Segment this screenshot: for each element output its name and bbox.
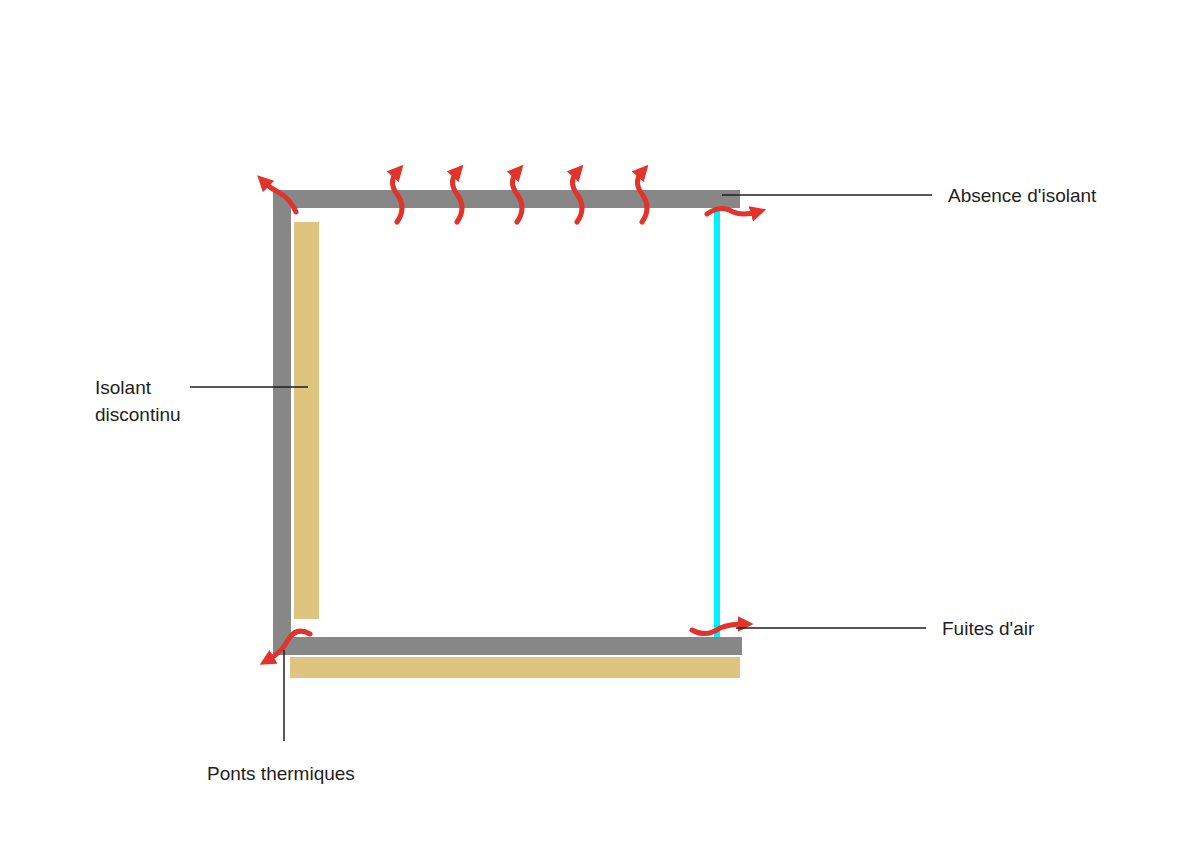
heat-arrow <box>692 624 744 634</box>
leader-line <box>190 386 308 388</box>
leader-lines <box>190 195 932 741</box>
callout-label: Fuites d'air <box>942 615 1034 642</box>
insulation-left <box>294 222 319 619</box>
heat-arrow <box>264 182 296 212</box>
heat-loss-arrows <box>264 172 757 660</box>
window-glass <box>714 210 720 637</box>
roof-wall <box>273 190 740 208</box>
leader-line <box>722 194 932 196</box>
callout-label: Absence d'isolant <box>948 182 1096 209</box>
left-wall <box>273 190 291 655</box>
heat-arrow <box>453 172 463 222</box>
leader-line <box>283 650 285 741</box>
insulation-floor <box>290 657 740 678</box>
heat-arrow <box>393 172 403 222</box>
callout-label: Isolant discontinu <box>95 374 213 428</box>
heat-arrow <box>638 172 648 222</box>
heat-arrow <box>707 208 757 214</box>
leader-line <box>736 627 926 629</box>
heat-arrow <box>573 172 583 222</box>
heat-arrow <box>268 631 310 660</box>
floor-slab <box>283 637 742 655</box>
callout-label: Ponts thermiques <box>207 760 355 787</box>
heat-arrow <box>513 172 523 222</box>
